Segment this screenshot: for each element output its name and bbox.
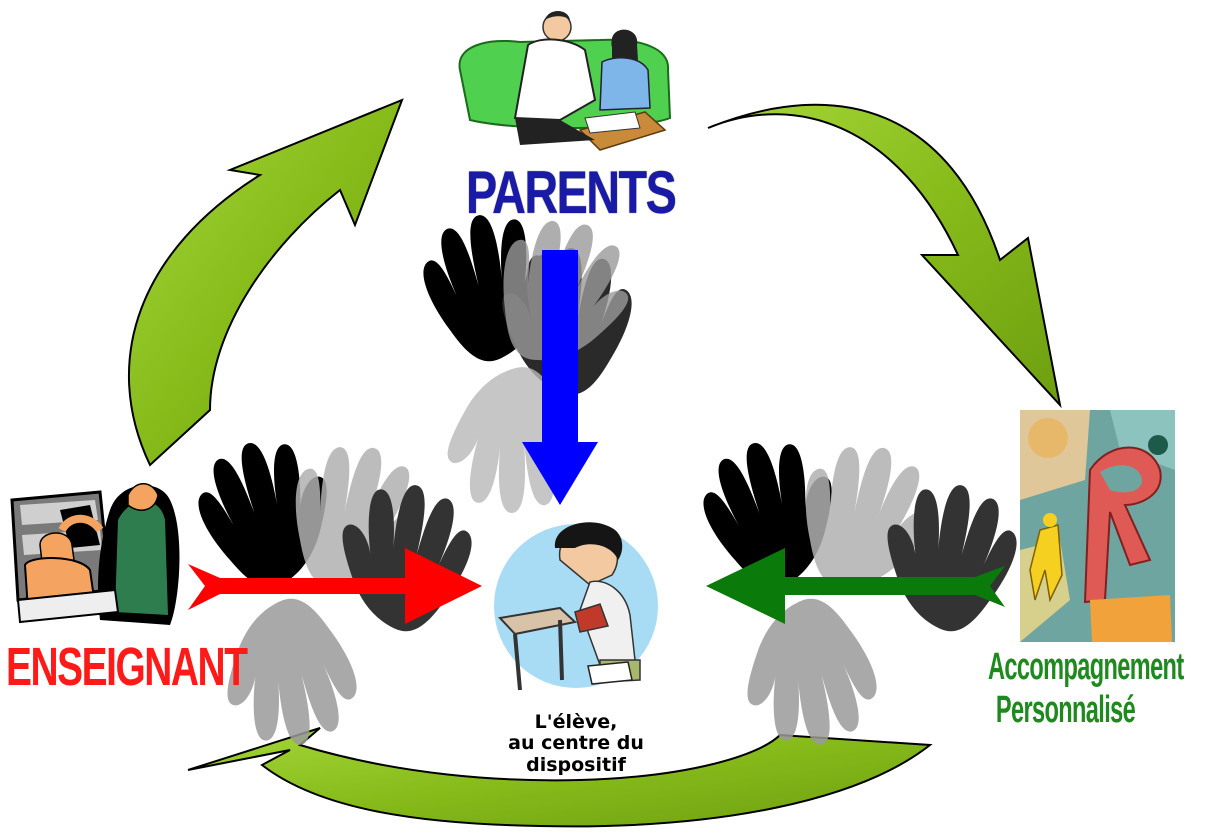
student-at-desk-icon bbox=[494, 522, 658, 691]
eleve-label-line3: dispositif bbox=[526, 753, 626, 776]
eleve-label: L'élève, au centre du dispositif bbox=[476, 711, 676, 776]
parents-label: PARENTS bbox=[466, 159, 677, 226]
enseignant-label: ENSEIGNANT bbox=[6, 637, 248, 697]
teacher-student-icon bbox=[10, 483, 180, 625]
joined-hands-icon bbox=[409, 196, 643, 523]
accompagnement-label: Accompagnement Personnalisé bbox=[988, 646, 1184, 732]
parent-child-reading-icon bbox=[458, 11, 672, 151]
eleve-label-line1: L'élève, bbox=[534, 711, 618, 733]
cycle-arrow-bottom-left bbox=[187, 727, 933, 828]
cycle-arrow-left-up bbox=[128, 98, 404, 467]
cycle-arrow-right-down bbox=[707, 103, 1062, 409]
accompagnement-label-line2: Personnalisé bbox=[995, 688, 1136, 731]
figures-letter-r-icon bbox=[1020, 410, 1175, 642]
blue-arrow-down bbox=[522, 250, 598, 505]
red-arrow-right bbox=[188, 548, 482, 624]
green-arrow-left bbox=[706, 548, 1005, 624]
eleve-label-line2: au centre du bbox=[508, 732, 644, 755]
accompagnement-label-line1: Accompagnement bbox=[988, 646, 1184, 688]
